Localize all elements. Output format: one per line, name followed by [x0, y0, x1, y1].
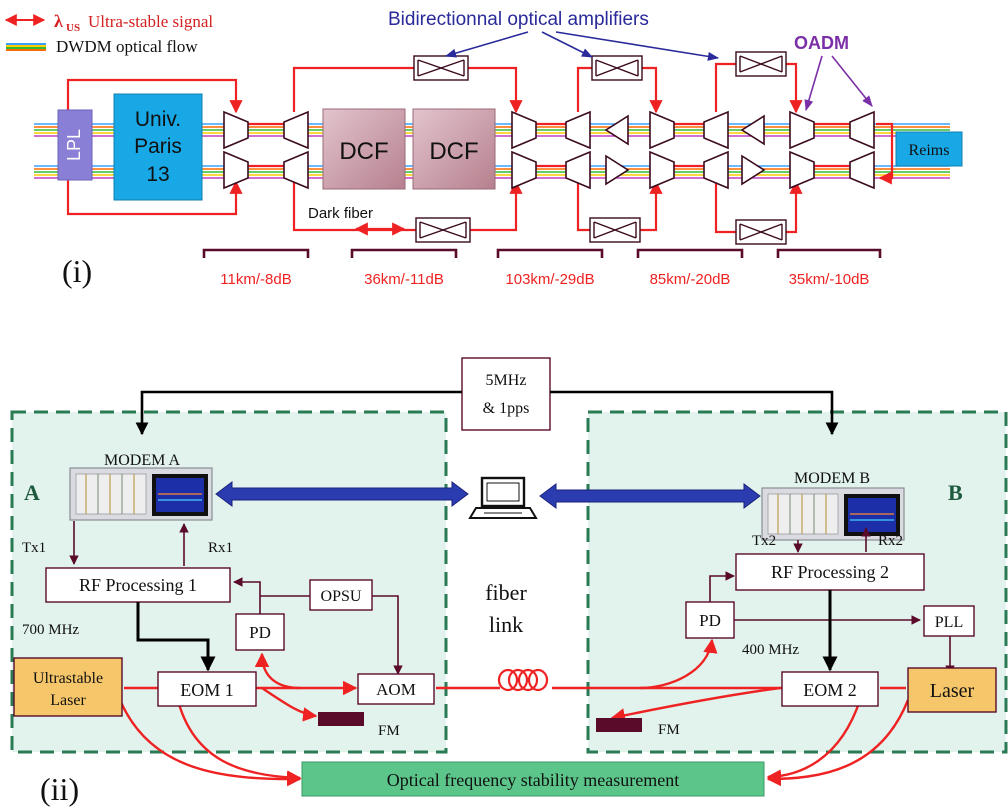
rf-processing-1-box: [45, 567, 231, 603]
fm-b-label: FM: [658, 722, 680, 738]
pll-box: [923, 605, 975, 637]
eom-2-box: [781, 671, 879, 707]
part-ii-link: A B 5MHz & 1pps MODEM A MODEM B: [10, 357, 1008, 807]
sync-box: [461, 357, 551, 431]
laser-a-line-1: Ultrastable: [33, 670, 103, 687]
rf-processing-1-label: RF Processing 1: [79, 575, 197, 595]
eom-2-label: EOM 2: [803, 680, 857, 700]
fiber-link-line-1: fiber: [485, 580, 527, 605]
part-ii-label: (ii): [40, 771, 79, 807]
opsu-label: OPSU: [321, 588, 362, 605]
fiber-spool-icon: [497, 668, 549, 692]
site-b-label: B: [948, 480, 963, 505]
bidir-amp-box: [415, 217, 471, 243]
ultrastable-signal-path: [66, 62, 894, 236]
modem-a-laptop-link: [215, 481, 469, 507]
lpl-label: LPL: [64, 129, 84, 161]
eom-1-label: EOM 1: [180, 680, 234, 700]
opsu-box: [309, 579, 373, 611]
oadm-callout-arrows: [804, 55, 873, 112]
span-label: 11km/-8dB: [220, 271, 291, 288]
dcf-label-2: DCF: [429, 138, 478, 165]
measurement-box: [301, 761, 765, 797]
bidirectional-amplifier-boxes: [413, 51, 787, 245]
aom-box: [357, 673, 435, 705]
pd-a-box: [235, 613, 285, 651]
eom-1-box: [157, 671, 257, 707]
lpl-box: [57, 109, 93, 181]
legend-flow-label: DWDM optical flow: [56, 37, 198, 56]
part-i-network: λ US Ultra-stable signal DWDM optical fl…: [4, 9, 963, 289]
amplifier-callout-arrows: [444, 31, 720, 61]
inline-amplifiers: [604, 114, 766, 186]
fm-a-label: FM: [378, 723, 400, 739]
univ-paris-box: [113, 93, 203, 201]
modem-a-label: MODEM A: [104, 452, 180, 469]
fiber-link-line-2: link: [489, 612, 523, 637]
rx1-label: Rx1: [208, 540, 233, 556]
aom-label: AOM: [376, 680, 416, 699]
bidir-amp-box: [589, 217, 641, 243]
span-label: 36km/-11dB: [364, 271, 444, 288]
amplifier-callout-label: Bidirectionnal optical amplifiers: [388, 9, 649, 30]
rf-drive-lines: [136, 590, 838, 672]
legend-signal-symbol: λ: [54, 11, 63, 31]
pd-b-label: PD: [699, 611, 721, 630]
legend: λ US Ultra-stable signal DWDM optical fl…: [4, 11, 213, 56]
legend-signal-subscript: US: [66, 22, 80, 34]
dark-fiber-label: Dark fiber: [308, 205, 373, 222]
univ-line-3: 13: [146, 163, 169, 186]
faraday-mirror-a: [318, 712, 364, 726]
faraday-mirror-b: [596, 718, 642, 732]
modem-b-label: MODEM B: [794, 470, 870, 487]
pll-label: PLL: [935, 614, 963, 631]
bidir-amp-box: [591, 55, 643, 81]
reims-label: Reims: [909, 142, 950, 159]
wdm-couplers: [223, 110, 875, 190]
sync-line-1: 5MHz: [486, 372, 527, 389]
dcf-box-1: [322, 108, 406, 190]
span-label: 35km/-10dB: [789, 271, 870, 288]
tx1-label: Tx1: [22, 540, 46, 556]
rf-processing-2-label: RF Processing 2: [771, 562, 889, 582]
modem-rf-arrows: [69, 521, 871, 566]
span-label: 85km/-20dB: [650, 271, 731, 288]
bidir-amp-box: [735, 219, 787, 245]
pd-a-label: PD: [249, 623, 271, 642]
span-brackets: [202, 248, 882, 258]
dcf-box-2: [412, 108, 496, 190]
legend-signal-label: Ultra-stable signal: [88, 12, 213, 31]
span-label: 103km/-29dB: [505, 271, 594, 288]
legend-flow-swatch: [6, 43, 46, 51]
optical-paths: [118, 638, 910, 787]
rf-processing-2-box: [735, 553, 925, 591]
sync-line-2: & 1pps: [483, 400, 530, 417]
measurement-label: Optical frequency stability measurement: [387, 770, 679, 790]
laser-b-box: [907, 667, 997, 713]
laser-b-label: Laser: [930, 680, 975, 702]
bidir-amp-box: [735, 51, 787, 77]
tx2-label: Tx2: [752, 533, 776, 549]
laptop-icon: [468, 476, 538, 519]
laptop-modem-b-link: [539, 483, 761, 509]
univ-line-2: Paris: [134, 135, 182, 158]
laser-a-line-2: Laser: [50, 692, 86, 709]
oadm-callout-label: OADM: [794, 33, 849, 53]
freq-b-label: 400 MHz: [742, 642, 799, 658]
modem-a-rack: [69, 467, 213, 521]
bidir-amp-box: [413, 55, 469, 81]
freq-a-label: 700 MHz: [22, 622, 79, 638]
site-a-label: A: [24, 480, 40, 505]
modem-b-rack: [761, 487, 905, 541]
reims-box: [895, 131, 963, 167]
rx2-label: Rx2: [878, 533, 903, 549]
univ-line-1: Univ.: [135, 108, 181, 131]
ultrastable-laser-box: [13, 657, 123, 717]
sync-distribution-lines: [135, 390, 839, 436]
dcf-label-1: DCF: [339, 138, 388, 165]
part-i-label: (i): [62, 253, 92, 289]
